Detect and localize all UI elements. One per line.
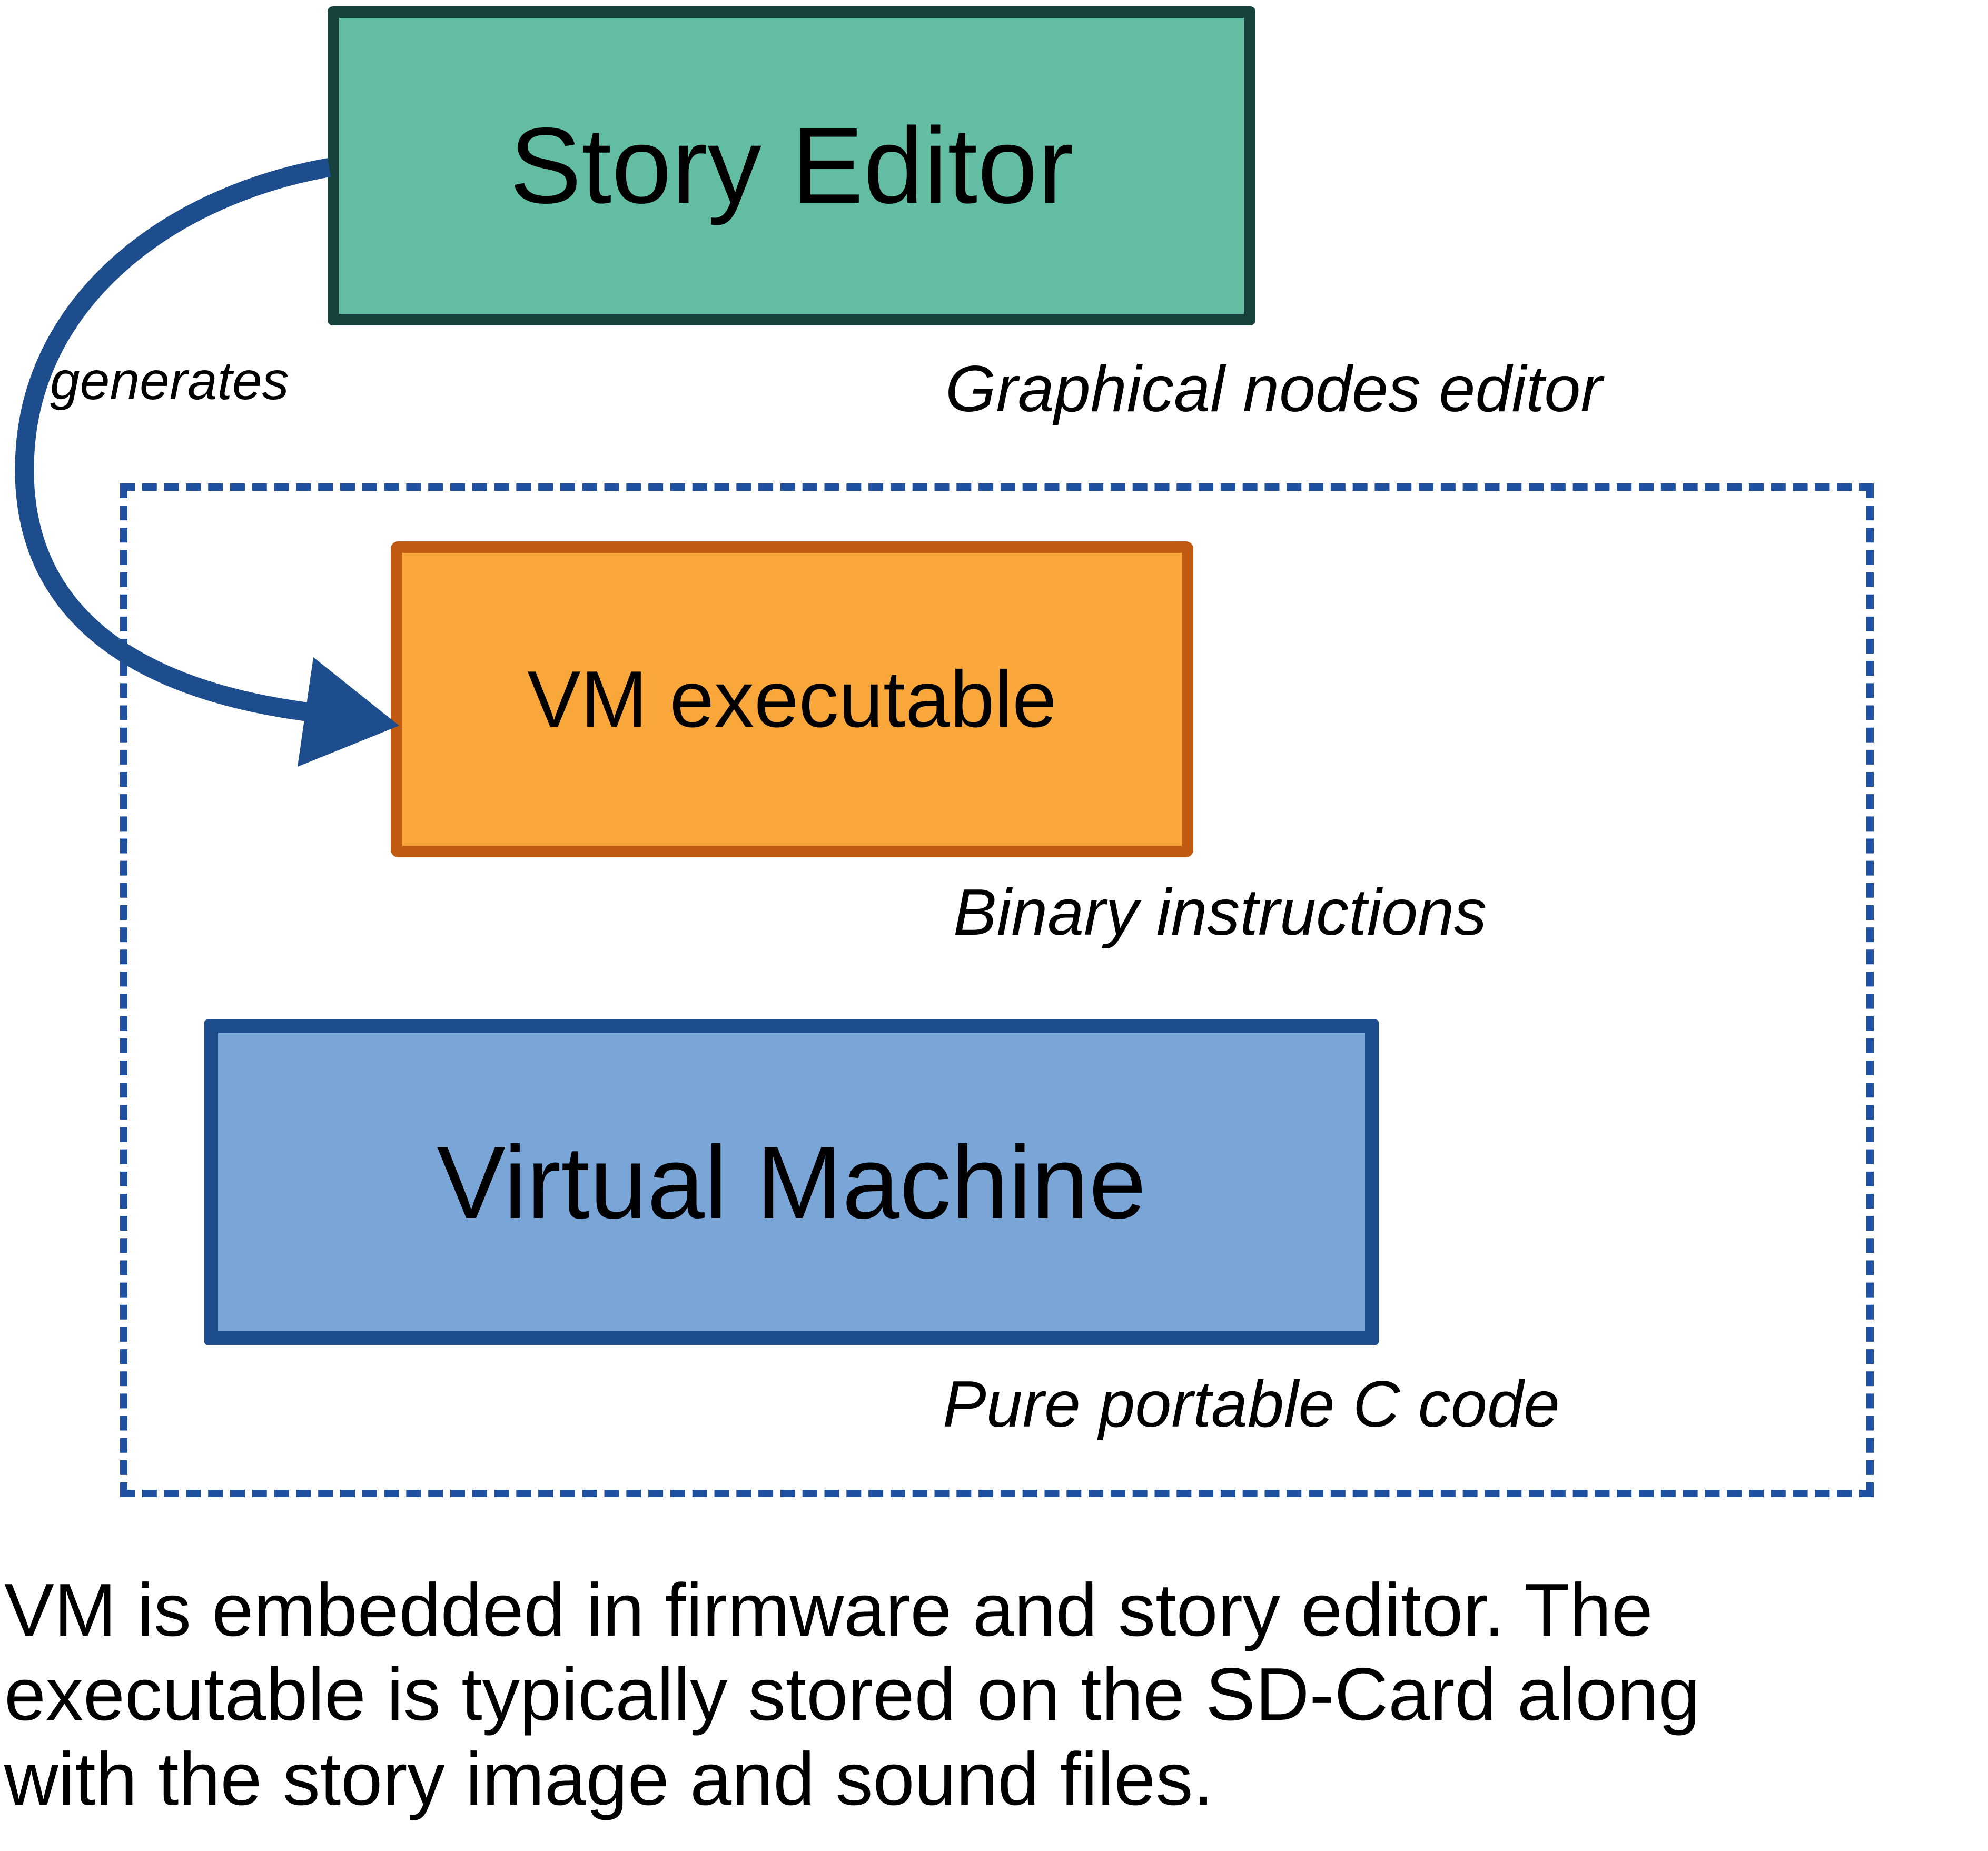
binary-instructions-annotation: Binary instructions bbox=[953, 876, 1487, 949]
node-virtual-machine-label: Virtual Machine bbox=[437, 1124, 1146, 1240]
caption-line-1: VM is embedded in firmware and story edi… bbox=[4, 1568, 1653, 1652]
pure-portable-c-code-annotation: Pure portable C code bbox=[943, 1368, 1560, 1441]
caption-line-2: executable is typically stored on the SD… bbox=[4, 1652, 1700, 1737]
vm-runtime-dashed-boundary bbox=[120, 483, 1874, 1497]
node-story-editor-label: Story Editor bbox=[509, 105, 1074, 226]
node-vm-executable-label: VM executable bbox=[527, 654, 1057, 744]
generates-label: generates bbox=[50, 351, 289, 411]
caption-line-3: with the story image and sound files. bbox=[4, 1737, 1214, 1821]
caption: VM is embedded in firmware and story edi… bbox=[4, 1568, 1988, 1822]
node-vm-executable: VM executable bbox=[391, 541, 1193, 857]
node-virtual-machine: Virtual Machine bbox=[204, 1019, 1379, 1345]
graphical-nodes-editor-annotation: Graphical nodes editor bbox=[945, 353, 1603, 425]
node-story-editor: Story Editor bbox=[328, 6, 1255, 325]
